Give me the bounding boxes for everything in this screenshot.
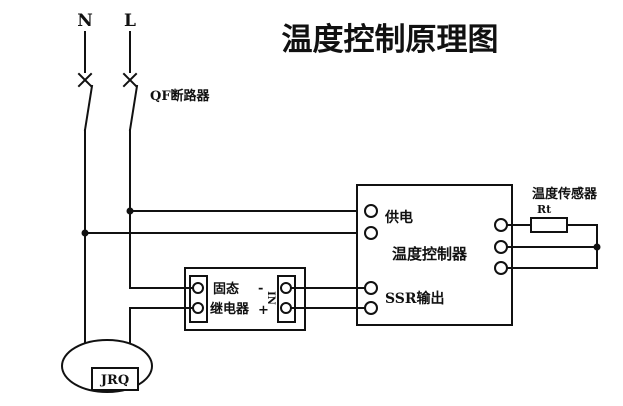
breaker-blade-icon <box>83 84 94 132</box>
controller-ssr-label: SSR输出 <box>385 290 445 307</box>
junction-dot <box>81 229 89 237</box>
relay-name-line1: 固态 <box>213 281 239 297</box>
relay-input-terminal <box>280 302 292 314</box>
rt-resistor-icon <box>530 217 568 233</box>
relay-input-terminal <box>280 282 292 294</box>
controller-box <box>356 184 513 326</box>
relay-name-line2: 继电器 <box>210 301 250 317</box>
controller-supply-wires <box>81 207 366 237</box>
controller-ssr-terminal <box>364 301 378 315</box>
phase-n-label: N <box>77 11 93 31</box>
heater-label-box <box>91 367 139 391</box>
controller-ssr-terminal <box>364 281 378 295</box>
breaker-contact-icon <box>77 72 93 88</box>
phase-l-feed: L <box>122 11 139 345</box>
controller-sensor-terminal <box>494 240 508 254</box>
heater-label: JRQ <box>100 373 129 388</box>
controller-sensor-terminal <box>494 218 508 232</box>
junction-dot <box>126 207 134 215</box>
phase-n-feed: N <box>77 11 94 345</box>
controller-power-label: 供电 <box>384 209 413 226</box>
temperature-sensor-circuit: 温度传感器 Rt <box>506 186 601 269</box>
phase-l-label: L <box>124 11 136 31</box>
sensor-name-label: 温度传感器 <box>532 186 598 202</box>
diagram-title: 温度控制原理图 <box>282 22 499 58</box>
breaker-blade-icon <box>128 84 139 132</box>
relay-load-terminal <box>192 302 204 314</box>
controller-power-terminal <box>364 204 378 218</box>
temperature-controller: 供电 温度控制器 SSR输出 <box>356 184 513 326</box>
breaker-contact-icon <box>122 72 138 88</box>
solid-state-relay: 固态 继电器 - + IN <box>184 267 306 331</box>
relay-load-terminal <box>192 282 204 294</box>
controller-power-terminal <box>364 226 378 240</box>
controller-sensor-terminal <box>494 261 508 275</box>
sensor-rt-label: Rt <box>537 203 552 216</box>
relay-in-label: IN <box>265 291 276 305</box>
controller-name-label: 温度控制器 <box>392 245 468 263</box>
relay-wiring <box>129 287 366 309</box>
breaker-label: QF断路器 <box>150 88 211 104</box>
relay-plus-sign: + <box>258 303 269 318</box>
junction-dot <box>593 243 601 251</box>
heater: JRQ <box>61 339 153 393</box>
relay-minus-sign: - <box>258 281 263 296</box>
